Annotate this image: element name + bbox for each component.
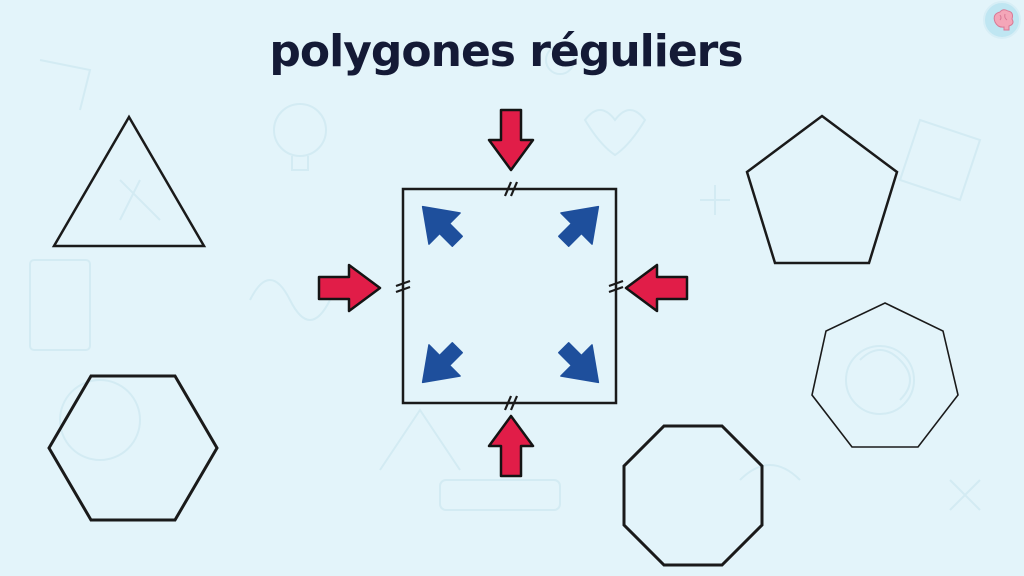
triangle-shape — [51, 114, 207, 248]
hexagon-shape — [47, 374, 219, 522]
blue-arrow-bottom-right-icon — [558, 342, 600, 384]
tick-mark-right — [608, 279, 624, 288]
tick-mark-left — [395, 279, 411, 288]
octagon-shape — [622, 424, 764, 567]
blue-arrow-top-left-icon — [421, 205, 463, 247]
logo-brain-icon — [983, 1, 1021, 39]
background-doodles — [29, 45, 982, 511]
red-arrow-right-icon — [317, 263, 382, 313]
tick-mark-bottom — [503, 395, 513, 411]
blue-arrow-top-right-icon — [558, 205, 600, 247]
square-shape — [401, 187, 618, 405]
red-arrow-left-icon — [624, 263, 689, 313]
tick-mark-bottom — [509, 395, 519, 411]
tick-mark-top — [509, 181, 519, 197]
red-arrow-down-icon — [487, 108, 535, 172]
tick-mark-top — [503, 181, 513, 197]
pentagon-shape — [745, 114, 899, 265]
page-title: polygones réguliers — [269, 26, 743, 77]
tick-mark-right — [608, 285, 624, 294]
red-arrow-up-icon — [487, 414, 535, 478]
tick-mark-left — [395, 285, 411, 294]
equal-side-marks — [395, 181, 624, 411]
blue-arrow-bottom-left-icon — [421, 342, 463, 384]
heptagon-shape — [811, 302, 959, 448]
